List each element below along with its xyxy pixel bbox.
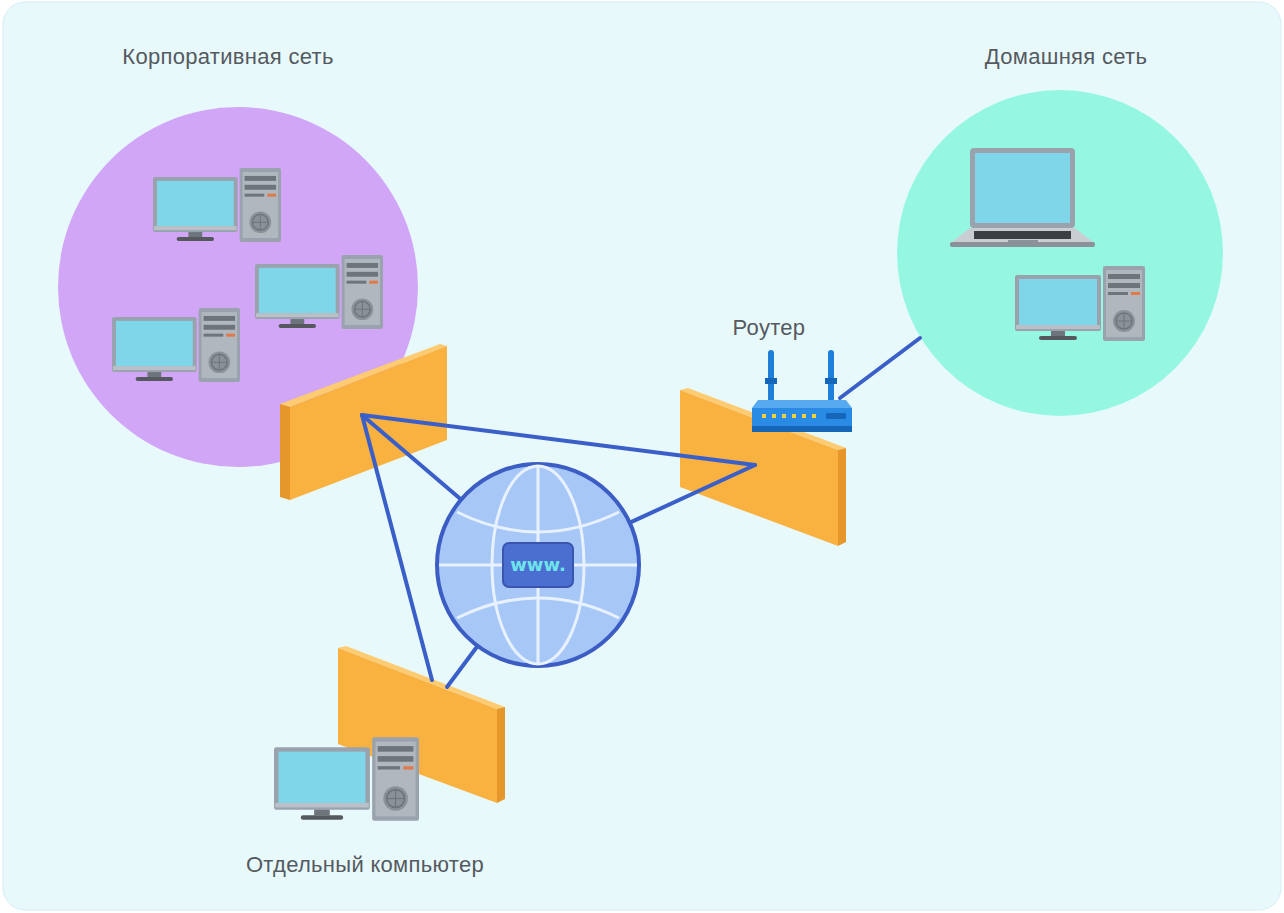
globe: www. bbox=[435, 462, 641, 668]
network-link bbox=[362, 415, 432, 680]
network-circle: Корпоративная сеть bbox=[58, 40, 420, 470]
network-link bbox=[362, 415, 460, 498]
network-circle-art bbox=[895, 40, 1225, 420]
node-label: Роутер bbox=[733, 315, 806, 340]
network-circle-art bbox=[58, 40, 420, 470]
canvas bbox=[3, 2, 1281, 910]
label-holder: Домашняя сеть bbox=[895, 44, 1237, 70]
node-label: Корпоративная сеть bbox=[122, 44, 333, 69]
computer: Отдельный компьютер bbox=[220, 735, 510, 885]
network-link bbox=[840, 338, 920, 398]
connectors bbox=[362, 338, 920, 687]
node-label: Отдельный компьютер bbox=[246, 852, 484, 877]
label-holder: Отдельный компьютер bbox=[220, 852, 510, 878]
router: Роутер bbox=[720, 312, 860, 442]
label-holder: Роутер bbox=[720, 315, 818, 341]
network-circle: Домашняя сеть bbox=[895, 40, 1225, 420]
firewall bbox=[280, 344, 447, 500]
network-link bbox=[362, 415, 755, 465]
network-link bbox=[632, 465, 755, 522]
node-label: Домашняя сеть bbox=[985, 44, 1147, 69]
www-badge: www. bbox=[502, 542, 574, 588]
label-holder: Корпоративная сеть bbox=[58, 44, 398, 70]
network-link bbox=[447, 648, 476, 687]
globe-label: www. bbox=[510, 554, 566, 575]
